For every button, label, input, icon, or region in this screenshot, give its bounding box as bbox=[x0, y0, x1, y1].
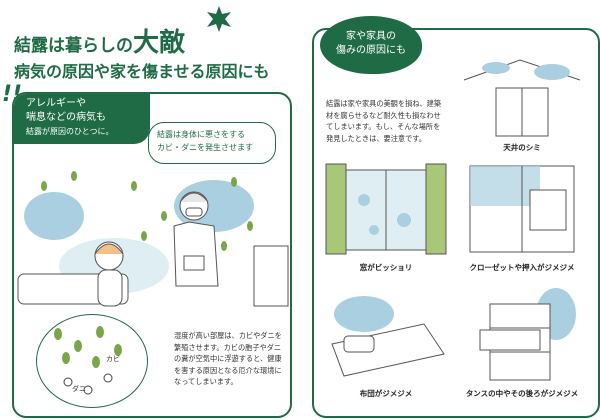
sick-people-illustration bbox=[17, 171, 289, 307]
mold-mite-illustration bbox=[54, 326, 122, 395]
bubble-line: 結露は身体に悪さをする bbox=[157, 130, 245, 139]
mite-label: ダニ bbox=[72, 385, 86, 393]
tag-line: 喘息などの病気も bbox=[26, 112, 106, 123]
caption-window: 窓がビッショリ bbox=[359, 263, 413, 272]
bubble-line: カビ・ダニを発生させます bbox=[157, 143, 253, 152]
speech-bubble: 結露は身体に悪さをする カビ・ダニを発生させます bbox=[148, 122, 276, 164]
damage-body-text: 結露は家や家具の美観を損ね、建築材を腐らせるなど耐久性も損なわせてしまいます。も… bbox=[326, 99, 442, 143]
right-page: 家や家具の 傷みの原因にも 結露は家や家具の美観を損ね、建築材を腐らせるなど耐久… bbox=[304, 0, 600, 420]
allergy-tag: アレルギーや 喘息などの病気も 結露が原因のひとつに。 bbox=[14, 94, 150, 144]
tag-line: アレルギーや bbox=[26, 98, 86, 109]
wet-window-illustration bbox=[325, 163, 447, 255]
left-page: 結露は暮らしの大敵 病気の原因や家を傷ませる原因にも !! アレルギーや 喘息な… bbox=[0, 0, 296, 420]
main-title-line2: 病気の原因や家を傷ませる原因にも bbox=[14, 62, 270, 81]
title-text: 結露は暮らしの bbox=[14, 36, 133, 56]
health-body-text: 湿度が高い部屋は、カビやダニを繁殖させます。カビの胞子やダニの糞が空気中に浮遊す… bbox=[174, 331, 282, 386]
health-panel: アレルギーや 喘息などの病気も 結露が原因のひとつに。 結露は身体に悪さをする … bbox=[12, 92, 292, 418]
ceiling-stain-illustration bbox=[463, 59, 581, 137]
damp-chest-illustration bbox=[479, 288, 576, 381]
mold-mite-cloud bbox=[36, 314, 148, 408]
title-emphasis: 大敵 bbox=[133, 28, 186, 58]
damage-title: 家や家具の 傷みの原因にも bbox=[320, 16, 422, 74]
tag-line: 結露が原因のひとつに。 bbox=[26, 127, 114, 136]
caption-futon: 布団がジメジメ bbox=[359, 389, 413, 398]
burst-icon bbox=[207, 6, 231, 32]
caption-closet: クローゼットや押入がジメジメ bbox=[469, 263, 575, 272]
caption-chest: タンスの中やその後ろがジメジメ bbox=[465, 389, 579, 398]
main-title-line1: 結露は暮らしの大敵 bbox=[14, 22, 185, 59]
mold-label: カビ bbox=[106, 355, 120, 363]
caption-ceiling: 天井のシミ bbox=[503, 143, 541, 152]
damage-panel bbox=[312, 28, 600, 418]
damp-closet-illustration bbox=[469, 165, 575, 253]
damp-futon-illustration bbox=[331, 296, 445, 377]
title-line: 家や家具の bbox=[346, 31, 396, 42]
title-line: 傷みの原因にも bbox=[336, 45, 406, 56]
